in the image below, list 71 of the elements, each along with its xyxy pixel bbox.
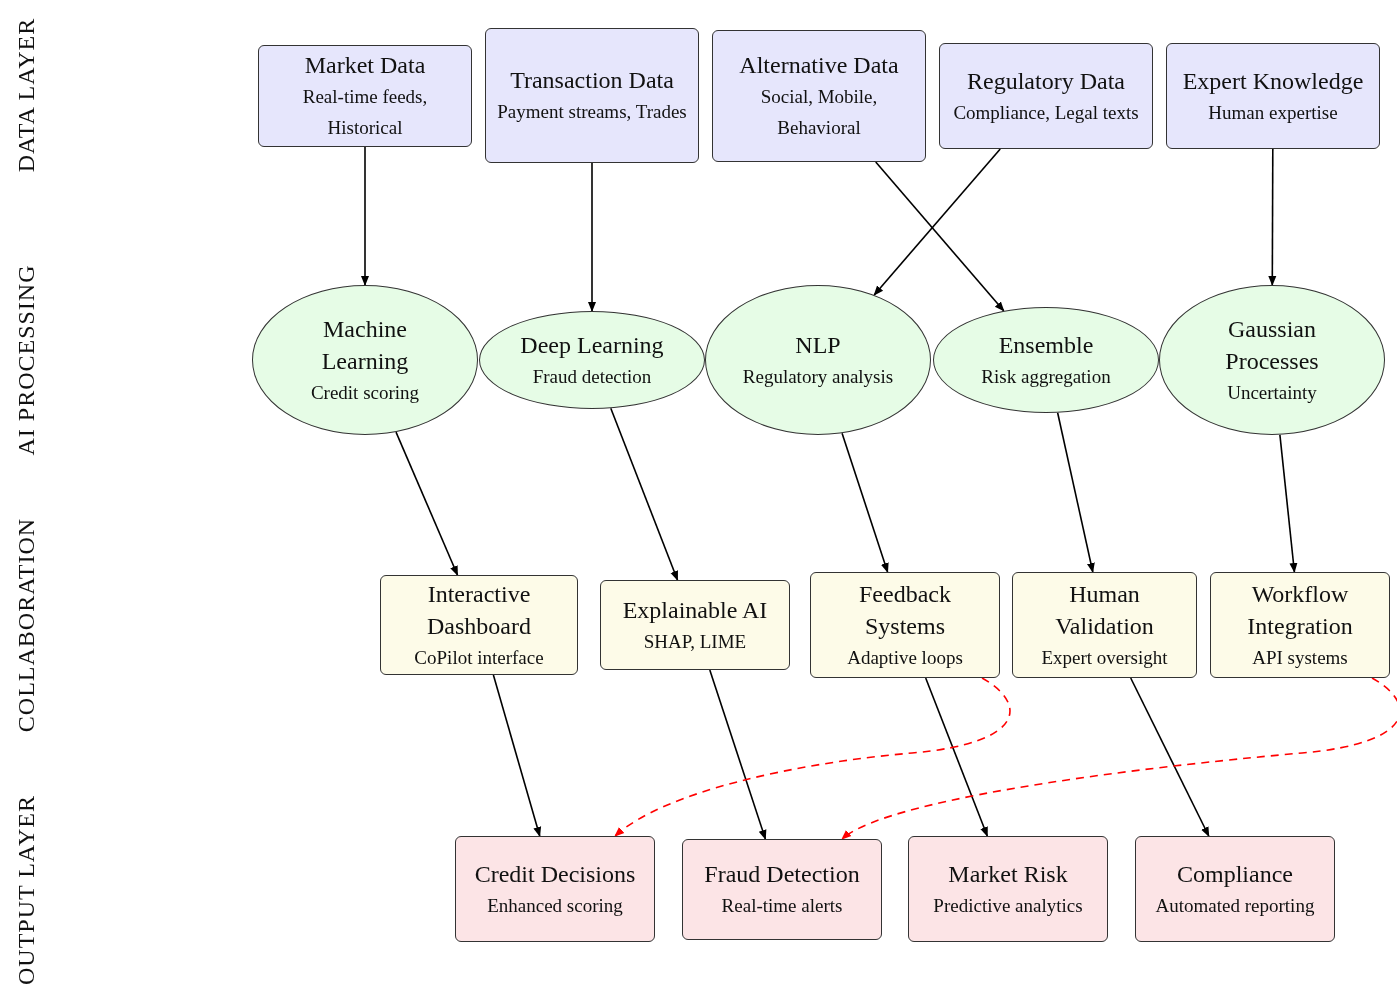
- node-title: Interactive Dashboard: [426, 579, 532, 641]
- arrow: [924, 677, 989, 837]
- node-subtitle: Adaptive loops: [847, 645, 963, 670]
- layer-label: DATA LAYER: [12, 17, 40, 173]
- arrow: [1268, 148, 1277, 286]
- layer-label: OUTPUT LAYER: [12, 795, 40, 985]
- process-box: [258, 45, 472, 147]
- node-title: NLP: [795, 330, 841, 360]
- node-title: Regulatory Data: [967, 66, 1125, 96]
- node-subtitle: CoPilot interface: [414, 645, 544, 670]
- arrow: [709, 669, 767, 840]
- process-box: [1012, 572, 1197, 678]
- arrow: [492, 674, 542, 837]
- node-subtitle: SHAP, LIME: [643, 629, 747, 654]
- arrow: [874, 161, 1005, 312]
- node-subtitle: Expert oversight: [1041, 645, 1168, 670]
- process-box: [939, 43, 1153, 149]
- node-title: Machine Learning: [320, 314, 410, 376]
- node-subtitle: Predictive analytics: [933, 893, 1083, 918]
- node-title: Expert Knowledge: [1182, 66, 1364, 96]
- process-box: [810, 572, 1000, 678]
- node-title: Transaction Data: [510, 66, 674, 95]
- arrow: [1279, 434, 1298, 573]
- process-box: [1166, 43, 1380, 149]
- arrow: [610, 407, 679, 581]
- process-box: [455, 836, 655, 942]
- process-box: [380, 575, 578, 675]
- arrow: [1129, 677, 1210, 837]
- arrow: [873, 148, 1002, 296]
- process-box: [600, 580, 790, 670]
- node-title: Deep Learning: [520, 330, 664, 360]
- node-subtitle: Automated reporting: [1155, 893, 1315, 918]
- process-box: [908, 836, 1108, 942]
- node-subtitle: Uncertainty: [1227, 380, 1317, 405]
- node-subtitle: Credit scoring: [310, 380, 420, 405]
- node-subtitle: Payment streams, Trades: [497, 100, 687, 124]
- node-title: Market Data: [304, 51, 426, 80]
- node-title: Workflow Integration: [1246, 579, 1354, 641]
- node-title: Market Risk: [948, 859, 1068, 889]
- arrow: [588, 162, 596, 312]
- node-title: Compliance: [1177, 859, 1293, 889]
- node-subtitle: Regulatory analysis: [742, 364, 894, 389]
- node-title: Fraud Detection: [704, 860, 860, 889]
- node-title: Human Validation: [1054, 579, 1155, 641]
- process-box: [1135, 836, 1335, 942]
- node-subtitle: Risk aggregation: [981, 364, 1111, 389]
- process-box: [712, 30, 926, 162]
- node-title: Feedback Systems: [858, 579, 952, 641]
- node-title: Credit Decisions: [474, 859, 636, 889]
- arrow: [1056, 411, 1095, 573]
- layer-label: AI PROCESSING: [12, 264, 40, 456]
- node-subtitle: Compliance, Legal texts: [953, 100, 1139, 125]
- node-subtitle: Real-time alerts: [721, 894, 843, 918]
- node-subtitle: Fraud detection: [532, 364, 652, 389]
- process-box: [485, 28, 699, 163]
- node-subtitle: Enhanced scoring: [487, 893, 623, 918]
- node-subtitle: Human expertise: [1208, 100, 1338, 125]
- node-title: Explainable AI: [622, 595, 768, 625]
- arrow: [614, 677, 1011, 837]
- node-title: Gaussian Processes: [1224, 314, 1320, 376]
- process-box: [1210, 572, 1390, 678]
- layer-label: COLLABORATION: [12, 517, 40, 733]
- arrow: [395, 431, 459, 576]
- node-title: Ensemble: [998, 330, 1094, 360]
- node-subtitle: API systems: [1252, 645, 1348, 670]
- node-subtitle: Real-time feeds, Historical: [301, 85, 429, 140]
- node-title: Alternative Data: [739, 51, 899, 80]
- arrow: [841, 677, 1397, 840]
- process-box: [682, 839, 882, 940]
- node-subtitle: Social, Mobile, Behavioral: [759, 85, 879, 140]
- arrow: [361, 146, 369, 286]
